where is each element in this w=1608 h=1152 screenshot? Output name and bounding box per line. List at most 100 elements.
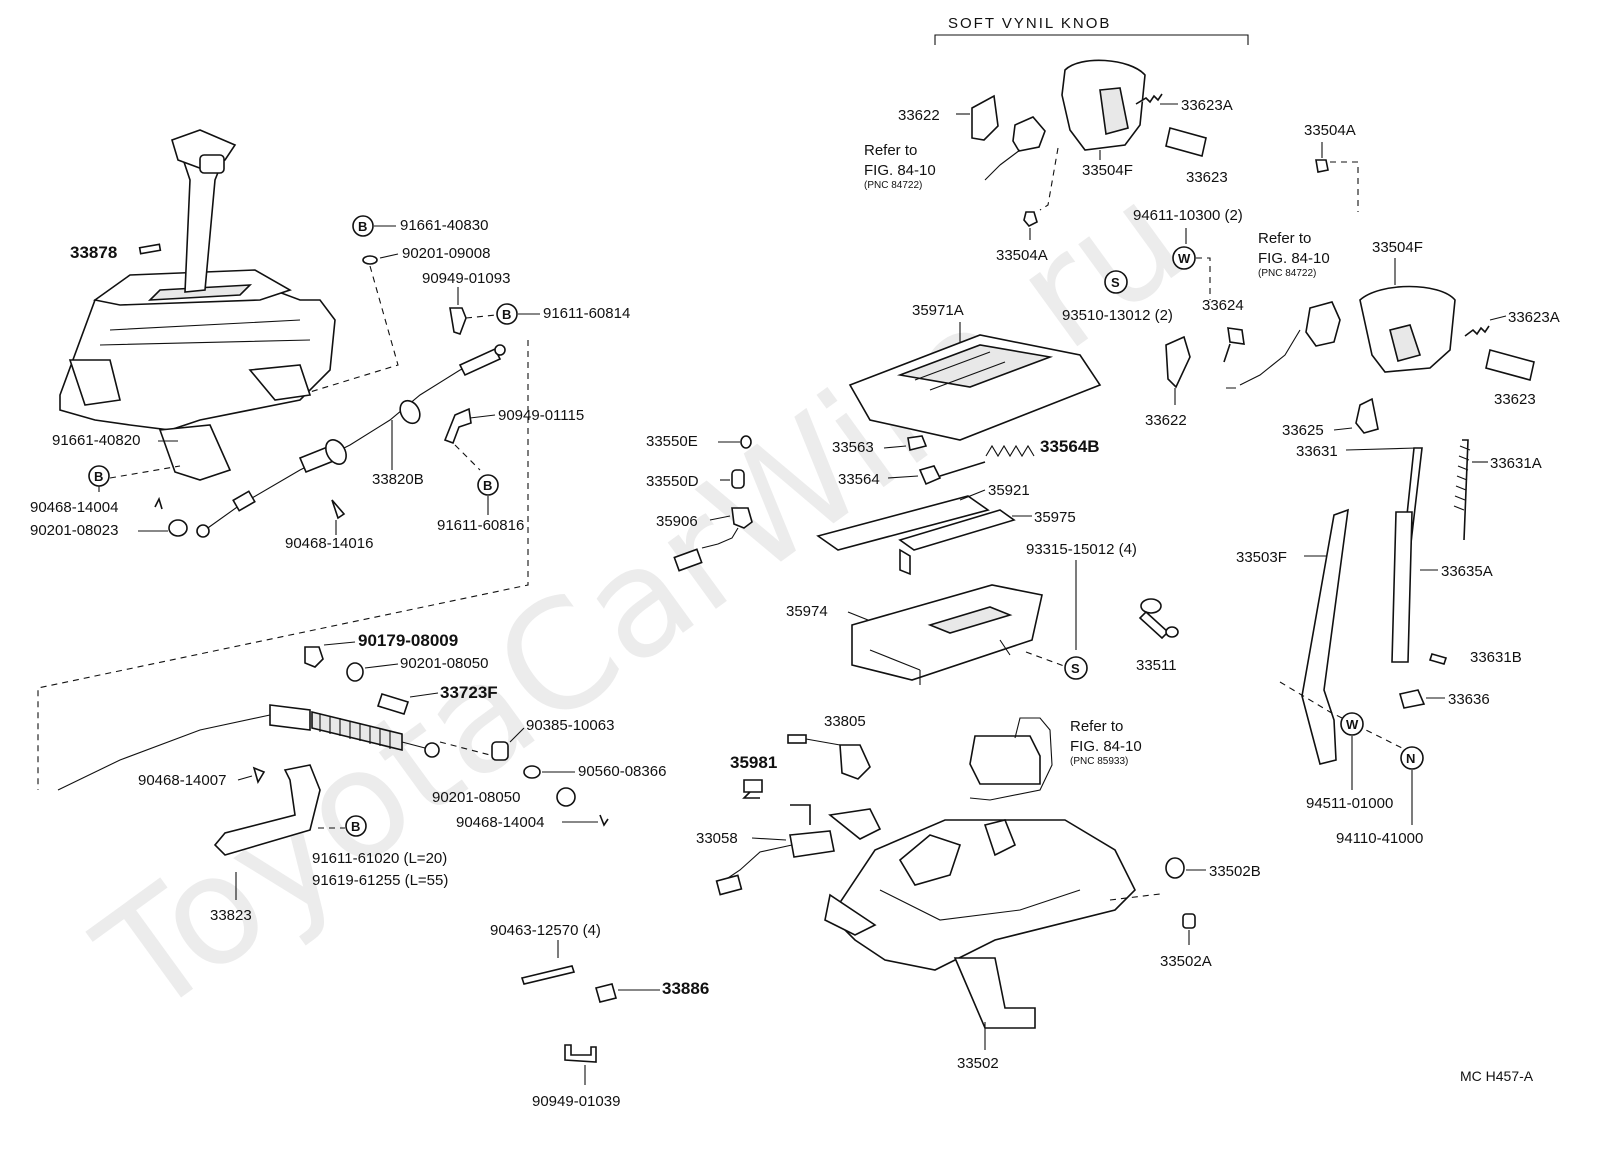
part-33623-b (1485, 349, 1535, 381)
label-33504A-b: 33504A (1304, 122, 1356, 139)
svg-text:Refer to: Refer to (1258, 230, 1311, 247)
symbol-b-91611-60814: B (496, 303, 518, 325)
part-33550D (731, 469, 745, 489)
label-33624: 33624 (1202, 297, 1244, 314)
part-90385-10063 (491, 741, 509, 761)
label-93510-13012: 93510-13012 (2) (1062, 307, 1173, 324)
label-90560-08366: 90560-08366 (578, 763, 666, 780)
part-90463-12570 (520, 965, 576, 985)
label-91611-61020: 91611-61020 (L=20) (312, 850, 447, 867)
label-91611-60816: 91611-60816 (437, 517, 524, 534)
label-33635A: 33635A (1441, 563, 1493, 580)
part-33502-base (824, 819, 1136, 1029)
part-33563 (907, 435, 928, 451)
part-90468-14007 (252, 766, 266, 784)
part-33624 (1223, 327, 1245, 363)
svg-text:B: B (358, 219, 367, 234)
label-33820B: 33820B (372, 471, 424, 488)
part-33886 (595, 983, 617, 1003)
svg-text:FIG. 84-10: FIG. 84-10 (1258, 250, 1330, 267)
label-90463-12570: 90463-12570 (4) (490, 922, 601, 939)
label-33631B: 33631B (1470, 649, 1522, 666)
label-93315-15012: 93315-15012 (4) (1026, 541, 1137, 558)
label-33623-b: 33623 (1494, 391, 1536, 408)
part-90560-08366 (523, 765, 541, 779)
part-35906 (731, 507, 753, 529)
part-33502B (1165, 857, 1185, 879)
label-94511-01000: 94511-01000 (1306, 795, 1393, 812)
svg-text:N: N (1406, 751, 1415, 766)
label-33502: 33502 (957, 1055, 999, 1072)
part-33625 (1355, 397, 1379, 434)
part-33820B-cable (196, 344, 506, 538)
part-33504F-knob (1061, 59, 1146, 151)
label-91661-40830: 91661-40830 (400, 217, 488, 234)
svg-text:(PNC 84722): (PNC 84722) (1258, 268, 1316, 279)
part-33635A-tube (1391, 511, 1413, 663)
part-33058-switch (715, 804, 882, 896)
part-35921-plate (816, 495, 990, 551)
label-33503F: 33503F (1236, 549, 1287, 566)
part-90201-09008 (362, 255, 378, 265)
label-90949-01115: 90949-01115 (498, 407, 584, 424)
label-33563: 33563 (832, 439, 874, 456)
label-33504A-a: 33504A (996, 247, 1048, 264)
part-33622-b (1165, 335, 1191, 389)
symbol-n-94110-41000: N (1400, 746, 1424, 770)
symbol-s-93315-15012: S (1064, 656, 1088, 680)
part-33623A-spring-b (1464, 325, 1490, 337)
label-90385-10063: 90385-10063 (526, 717, 614, 734)
svg-text:(PNC 84722): (PNC 84722) (864, 180, 922, 191)
part-90201-08050-a (346, 662, 364, 682)
label-94611-10300: 94611-10300 (2) (1133, 207, 1243, 224)
svg-text:FIG. 84-10: FIG. 84-10 (864, 162, 936, 179)
svg-text:W: W (1346, 717, 1359, 732)
label-35975: 35975 (1034, 509, 1076, 526)
part-33622-a (971, 94, 999, 141)
label-91661-40820: 91661-40820 (52, 432, 140, 449)
label-33504F-b: 33504F (1372, 239, 1423, 256)
label-35974: 35974 (786, 603, 828, 620)
part-35981 (742, 779, 763, 799)
part-33878 (138, 243, 162, 255)
ref-fig-84-10-a: Refer to FIG. 84-10 (PNC 84722) (864, 142, 936, 191)
svg-text:Refer to: Refer to (864, 142, 917, 159)
symbol-b-91611-60816: B (477, 474, 499, 496)
label-90201-08050-a: 90201-08050 (400, 655, 488, 672)
part-33550E (740, 435, 752, 449)
label-35971A: 35971A (912, 302, 964, 319)
label-33878: 33878 (70, 243, 117, 262)
label-91611-60814: 91611-60814 (543, 305, 630, 322)
label-33511: 33511 (1136, 657, 1177, 674)
part-33631B (1428, 653, 1448, 665)
label-33504F-a: 33504F (1082, 162, 1133, 179)
part-90201-08050-b (556, 787, 576, 807)
label-90949-01039: 90949-01039 (532, 1093, 620, 1110)
part-33564B-spring (985, 444, 1035, 458)
label-91619-61255: 91619-61255 (L=55) (312, 872, 448, 889)
part-33504A-a (1023, 211, 1038, 227)
shift-lever-assembly (59, 129, 336, 481)
label-33723F: 33723F (440, 683, 498, 702)
part-35975-plate (898, 509, 1016, 576)
part-33504F-knob-b (1359, 285, 1456, 373)
label-33623A-a: 33623A (1181, 97, 1233, 114)
label-33886: 33886 (662, 979, 709, 998)
label-33625: 33625 (1282, 422, 1324, 439)
label-33550E: 33550E (646, 433, 698, 450)
label-90179-08009: 90179-08009 (358, 631, 458, 650)
part-knob-switch (1012, 116, 1046, 152)
svg-text:B: B (351, 819, 360, 834)
part-85933-unit (969, 717, 1053, 801)
label-33805: 33805 (824, 713, 866, 730)
part-90949-01093 (449, 307, 467, 336)
label-33550D: 33550D (646, 473, 699, 490)
svg-text:B: B (483, 478, 492, 493)
label-94110-41000: 94110-41000 (1336, 830, 1423, 847)
label-35921: 35921 (988, 482, 1030, 499)
label-90201-08023: 90201-08023 (30, 522, 118, 539)
part-33511-pin (1138, 598, 1179, 640)
part-33623-a (1165, 127, 1207, 157)
ref-fig-84-10-c: Refer to FIG. 84-10 (PNC 85933) (1070, 718, 1142, 767)
part-35974-housing (851, 584, 1043, 685)
